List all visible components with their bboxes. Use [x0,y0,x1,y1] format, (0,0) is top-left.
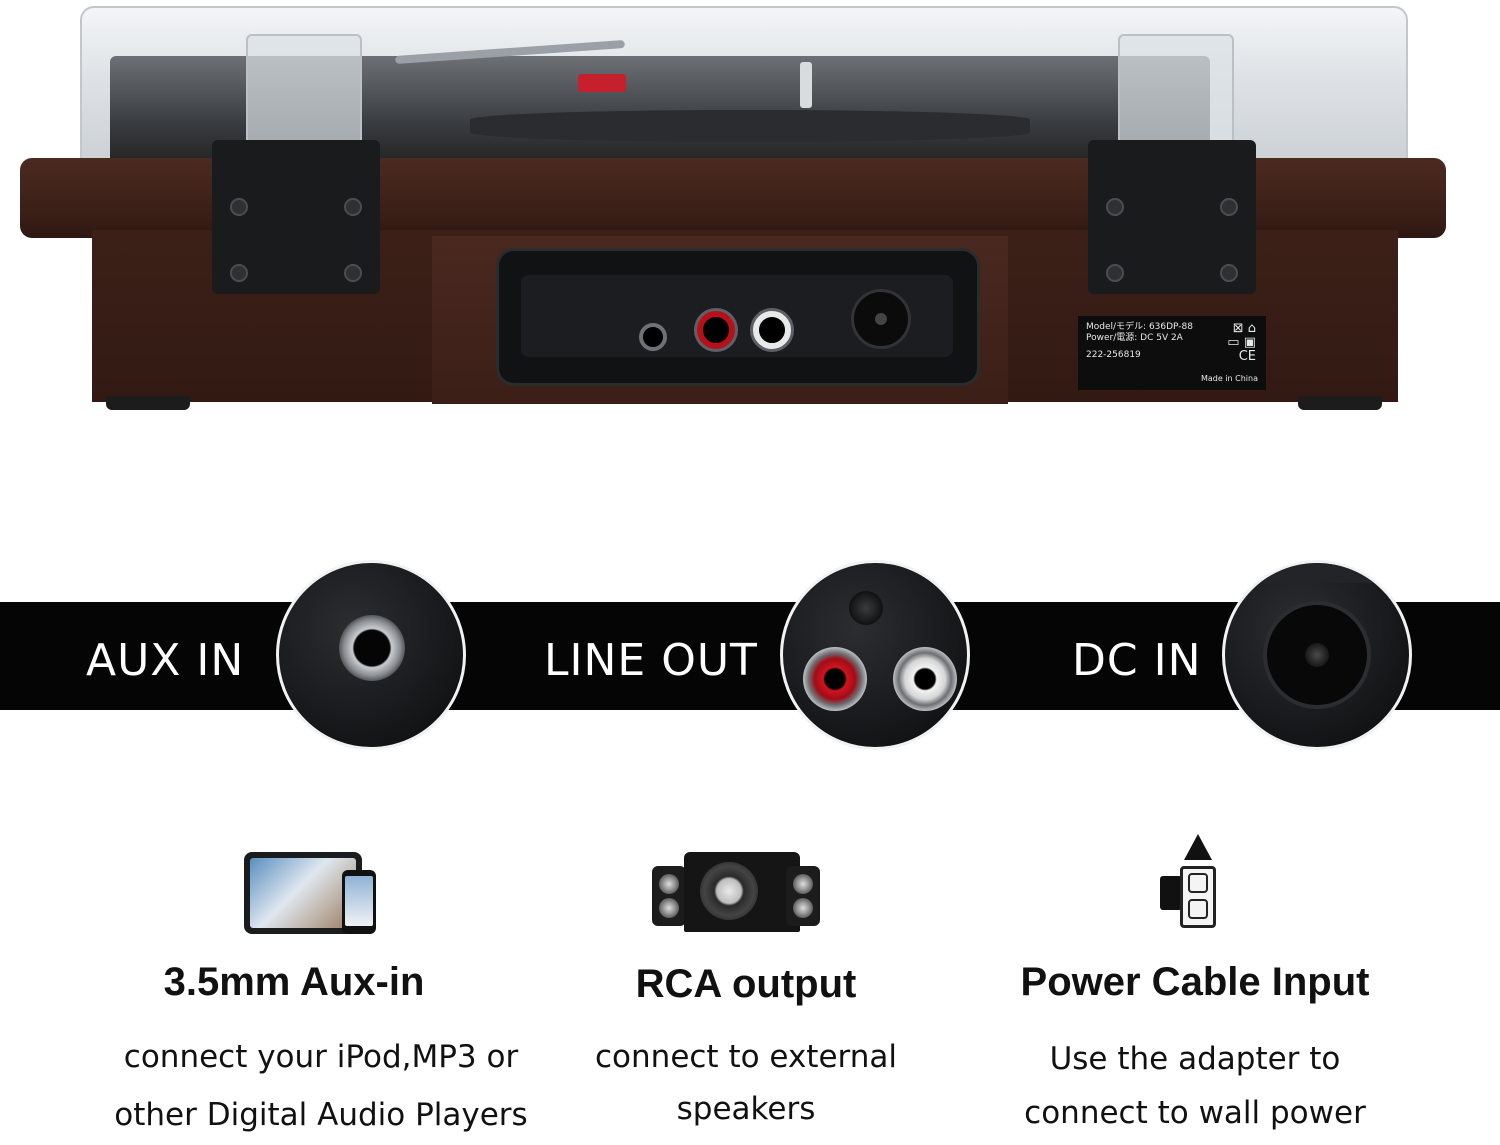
port-label-line-out: LINE OUT [544,635,758,686]
rating-label: Model/モデル: 636DP-88 Power/電源: DC 5V 2A 2… [1078,316,1266,390]
feature-desc-aux-1: connect your iPod,MP3 or [123,1039,519,1075]
dc-jack-icon [1263,601,1371,709]
power-line: Power/電源: DC 5V 2A [1086,333,1183,343]
line-out-closeup [780,560,970,750]
high-voltage-icon [1184,834,1212,860]
rca-red-jack [697,311,735,349]
feature-title-power: Power Cable Input [1020,960,1370,1004]
dc-jack [851,289,911,349]
phone-screen [345,876,373,926]
hinge-left [212,140,380,294]
feature-desc-power-1: Use the adapter to [1049,1041,1341,1077]
feature-desc-power-2: connect to wall power [1024,1095,1366,1131]
foot-right [1298,396,1382,410]
model-line: Model/モデル: 636DP-88 [1086,322,1193,332]
feature-desc-rca-2: speakers [676,1091,816,1127]
speaker-driver [659,874,679,894]
speaker-driver [659,898,679,918]
socket [1188,873,1208,893]
aux-jack-icon [339,615,405,681]
speaker-driver [793,874,813,894]
turntable-rear-view: Model/モデル: 636DP-88 Power/電源: DC 5V 2A 2… [0,0,1500,440]
satellite-speaker-left-icon [652,866,686,926]
registration-line: 222-256819 [1086,350,1141,360]
subwoofer-icon [684,852,800,932]
screw-icon [344,198,362,216]
lid-hinge-cover-left [246,34,362,148]
foot-left [106,396,190,410]
screw-icon [1106,264,1124,282]
screw-icon [1220,264,1238,282]
feature-title-aux: 3.5mm Aux-in [163,960,425,1004]
screw-icon [1106,198,1124,216]
cartridge [578,74,626,92]
screw-icon [344,264,362,282]
port-label-dc-in: DC IN [1072,635,1202,686]
aux-in-closeup [276,560,466,750]
speaker-cone [700,862,758,920]
rear-jack-panel [496,248,980,386]
satellite-speaker-right-icon [786,866,820,926]
screw-icon [849,591,883,625]
socket [1188,899,1208,919]
hinge-right [1088,140,1256,294]
spindle [800,62,812,108]
dc-in-closeup [1222,560,1412,750]
panel-edge [1225,563,1409,583]
platter [470,110,1030,142]
tablet-screen [250,858,356,928]
plug-icon [1160,876,1182,910]
aux-jack [639,323,667,351]
certification-icons: ⊠ ⌂▭ ▣CE [1227,321,1256,364]
rca-white-jack-icon [893,647,957,711]
screw-icon [230,264,248,282]
lid-hinge-cover-right [1118,34,1234,148]
power-outlet-icon [1180,866,1216,928]
feature-title-rca: RCA output [635,962,857,1006]
feature-desc-rca-1: connect to external [595,1039,897,1075]
phone-icon [342,870,376,934]
speaker-driver [793,898,813,918]
screw-icon [230,198,248,216]
rca-white-jack [753,311,791,349]
screw-icon [1220,198,1238,216]
rca-red-jack-icon [803,647,867,711]
origin-text: Made in China [1200,374,1258,383]
port-label-aux-in: AUX IN [86,635,245,686]
feature-desc-aux-2: other Digital Audio Players [114,1097,528,1133]
